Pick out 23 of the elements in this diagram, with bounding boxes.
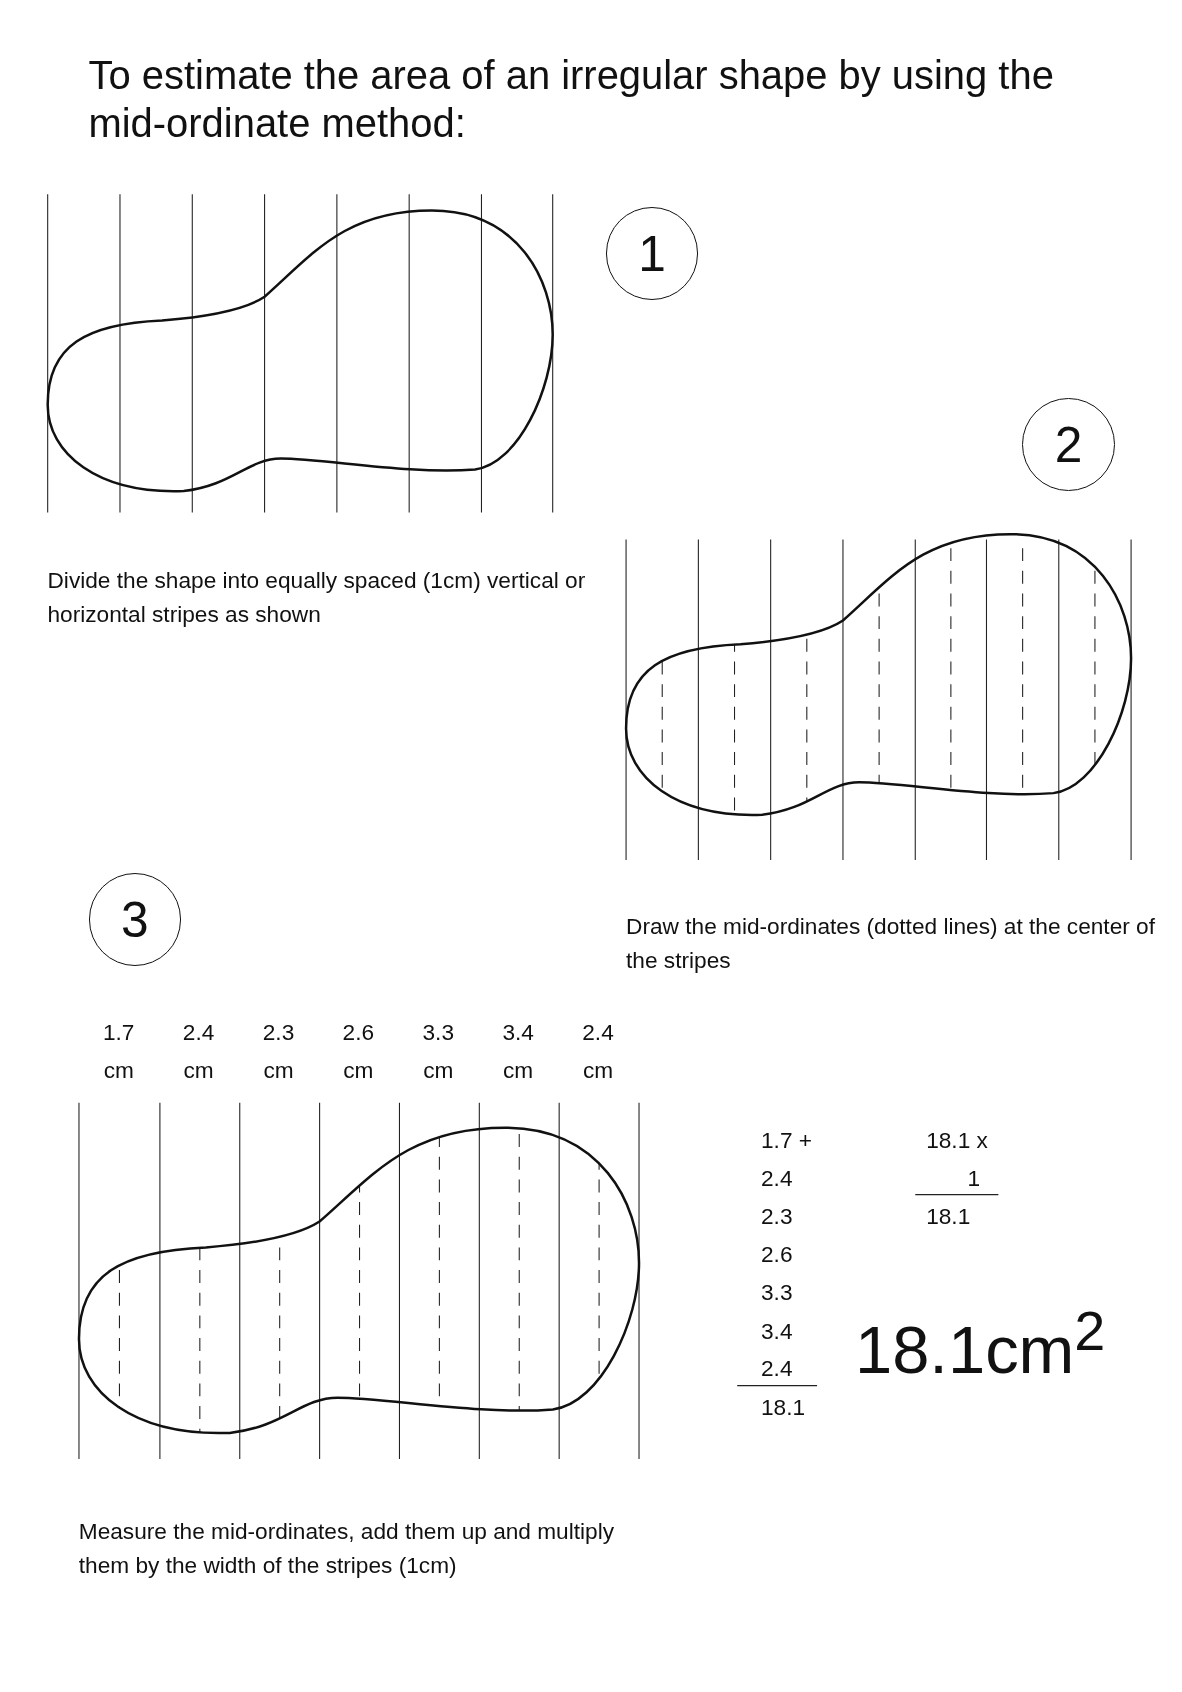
product-term: 18.1 x [926,1125,989,1155]
product-term: 1 [966,1164,981,1194]
sum-term: 2.4 [761,1354,794,1384]
ordinate-measurement: 3.3 cm [421,1017,455,1086]
instruction-text: Draw the mid-ordinates (dotted lines) at the center of the stripes [626,911,1156,975]
sum-term: 1.7 + [761,1125,814,1155]
instruction-text: Divide the shape into equally spaced (1cm) vertical or horizontal stripes as shown [47,566,587,630]
ordinate-measurement: 1.7 cm [101,1017,136,1086]
ordinate-measurement: 2.6 cm [341,1017,376,1086]
product-result: 18.1 [926,1202,972,1232]
instruction-text: Measure the mid-ordinates, add them up and multiply them by the width of the stripes (1cm) [78,1517,616,1581]
ordinate-measurement: 3.4 cm [501,1017,535,1086]
sum-term: 2.6 [761,1240,794,1270]
sum-term: 3.3 [761,1277,794,1307]
ordinate-measurement: 2.3 cm [261,1017,296,1086]
sum-term: 3.4 [761,1316,794,1346]
ordinate-measurement: 2.4 cm [181,1017,216,1086]
area-result: 18.1cm$^{2}$ [854,1298,1107,1390]
sum-term: 2.3 [761,1202,794,1232]
sum-total: 18.1 [761,1393,807,1423]
ordinate-measurement: 2.4 cm [581,1017,615,1086]
title: To estimate the area of an irregular shape by using the mid-ordinate method: [88,51,1055,147]
sum-term: 2.4 [761,1164,794,1194]
